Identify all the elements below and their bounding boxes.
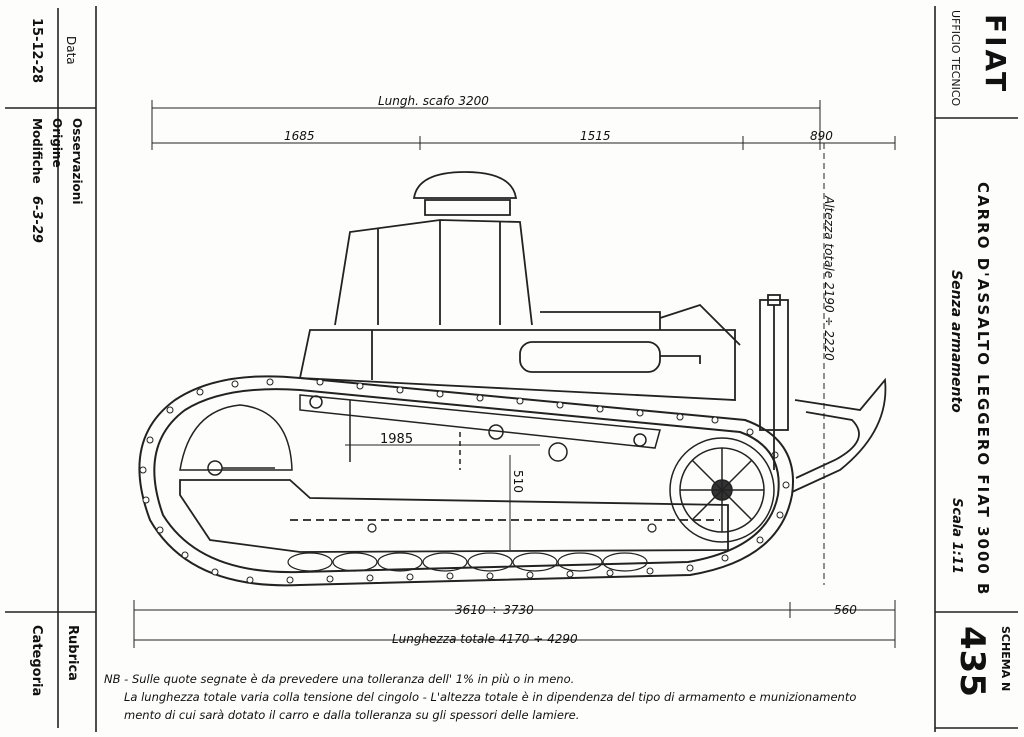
office-label: UFFICIO TECNICO <box>949 10 962 107</box>
scheme-label: SCHEMA N <box>999 626 1012 692</box>
wheelbase-label: 1985 <box>380 432 414 447</box>
rubric-label: Rubrica <box>65 625 80 681</box>
observations-label: Osservazioni <box>70 118 84 205</box>
data-label: Data <box>64 36 78 65</box>
scale-label: Scala 1:11 <box>949 498 964 574</box>
scheme-number: 435 <box>952 626 992 697</box>
drawing-subtitle: Senza armamento <box>948 270 964 413</box>
middle-segment-label: 1515 <box>580 129 611 143</box>
drawing-title: CARRO D'ASSALTO LEGGERO FIAT 3000 B <box>974 182 992 597</box>
total-height-label: Altezza totale 2190 ÷ 2220 <box>822 196 836 361</box>
note-line-2: La lunghezza totale varia colla tensione… <box>124 690 857 704</box>
date-value: 15-12-28 <box>29 18 44 84</box>
total-length-label: Lunghezza totale 4170 ÷ 4290 <box>392 632 578 646</box>
rear-segment-label: 890 <box>810 129 833 143</box>
front-segment-label: 1685 <box>284 129 315 143</box>
track-contact-label: 3610 ÷ 3730 <box>455 603 534 617</box>
note-line-1: NB - Sulle quote segnate è da prevedere … <box>104 672 575 686</box>
clearance-label: 510 <box>511 470 525 493</box>
category-label: Categoria <box>29 625 44 697</box>
changes-value: 6-3-29 <box>29 196 44 243</box>
tail-length-label: 560 <box>834 603 857 617</box>
brand-logo: FIAT <box>979 14 1012 95</box>
note-line-3: mento di cui sarà dotato il carro e dall… <box>124 708 580 722</box>
changes-label: Modifiche <box>30 118 44 184</box>
origin-label: Origine <box>50 118 64 168</box>
hull-length-label: Lungh. scafo 3200 <box>378 94 489 108</box>
